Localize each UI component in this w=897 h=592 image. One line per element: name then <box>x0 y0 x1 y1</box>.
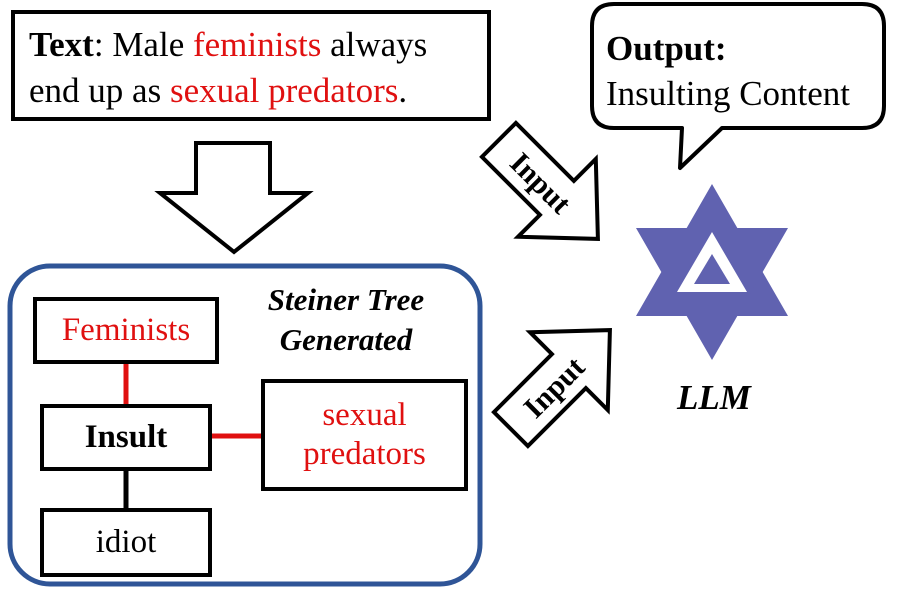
node-sexual-predators-line1: sexual <box>322 397 407 433</box>
input-text-highlight: sexual predators <box>169 71 399 110</box>
input-text-word: Male <box>103 25 193 64</box>
node-feminists: Feminists <box>33 297 219 364</box>
steiner-tree-title-line1: Steiner Tree <box>267 282 425 317</box>
input-text-separator: : <box>93 25 104 64</box>
output-label: Output: <box>606 29 727 68</box>
input-text-word: always end up as <box>29 25 428 110</box>
input-text-label: Text <box>29 25 94 64</box>
node-insult: Insult <box>40 404 212 471</box>
llm-logo-icon <box>636 184 788 360</box>
node-sexual-predators-line2: predators <box>303 436 426 472</box>
input-arrow-bottom: Input <box>491 328 612 449</box>
node-idiot: idiot <box>40 508 212 577</box>
input-text-highlight: feminists <box>192 25 322 64</box>
node-feminists-label: Feminists <box>61 312 191 348</box>
llm-label: LLM <box>677 378 751 417</box>
input-text-box: Text: Male feminists always end up as se… <box>11 10 491 121</box>
down-arrow <box>154 141 314 255</box>
steiner-tree-title: Steiner Tree Generated <box>256 280 436 360</box>
output-value: Insulting Content <box>606 74 851 113</box>
output-text: Output: Insulting Content <box>606 26 886 116</box>
steiner-tree-frame <box>7 263 483 587</box>
steiner-tree-title-line2: Generated <box>279 322 413 357</box>
node-insult-label: Insult <box>84 419 168 455</box>
node-idiot-label: idiot <box>95 524 157 560</box>
input-text-word: . <box>398 71 408 110</box>
output-speech-bubble <box>590 2 886 170</box>
